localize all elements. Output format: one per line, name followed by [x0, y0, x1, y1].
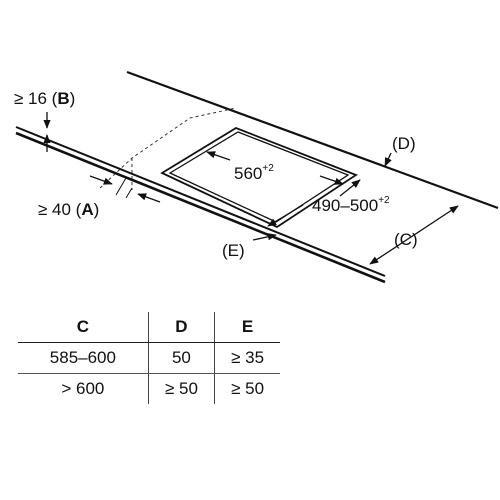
a-dim-tick-1 — [115, 177, 127, 196]
table-cell: 585–600 — [18, 342, 149, 374]
cutout-outer — [160, 126, 358, 229]
width-dim-arrow-left — [206, 151, 231, 161]
a-dim-arrow-right — [137, 193, 161, 203]
table-row: > 600 ≥ 50 ≥ 50 — [18, 373, 280, 404]
table-cell: ≥ 35 — [214, 342, 280, 374]
e-dim-arrow — [252, 233, 277, 241]
a-dim-arrow-left — [89, 175, 113, 185]
table-header-row: C D E — [18, 312, 280, 343]
e-dimension-label: (E) — [222, 241, 245, 260]
cutout-width-label: 560+2 — [234, 163, 274, 183]
a-dimension-label: ≥ 40 (A) — [38, 200, 99, 219]
table-cell: 50 — [147, 342, 215, 374]
worktop-front-bottom-edge — [15, 131, 386, 284]
c-dim-line — [369, 205, 459, 265]
table-header-e: E — [214, 312, 280, 343]
cutout-depth-label: 490–500+2 — [312, 195, 390, 215]
worktop-front-top-edge — [15, 126, 386, 277]
table-row: 585–600 50 ≥ 35 — [18, 342, 280, 374]
c-dimension-label: (C) — [394, 230, 418, 249]
worktop-back-edge — [126, 70, 499, 210]
b-dimension-label: ≥ 16 (B) — [14, 89, 75, 108]
cutout-inner — [168, 131, 350, 223]
d-dimension-label: (D) — [392, 134, 416, 153]
table-header-d: D — [147, 312, 215, 343]
table-cell: ≥ 50 — [147, 373, 215, 404]
d-dim-arrow-top — [384, 152, 392, 167]
depth-dim-arrow-bottom — [267, 204, 304, 227]
table-cell: > 600 — [61, 379, 105, 398]
depth-dim-arrow-top — [339, 179, 361, 197]
dimension-table: C D E 585–600 50 ≥ 35 > 600 ≥ 50 ≥ 50 — [18, 312, 280, 404]
table-header-c: C — [18, 312, 149, 343]
table-cell: ≥ 50 — [214, 373, 280, 404]
width-dim-arrow-right — [319, 175, 344, 185]
a-dim-tick-2 — [125, 187, 133, 199]
cabinet-dashed-outline — [99, 107, 237, 189]
